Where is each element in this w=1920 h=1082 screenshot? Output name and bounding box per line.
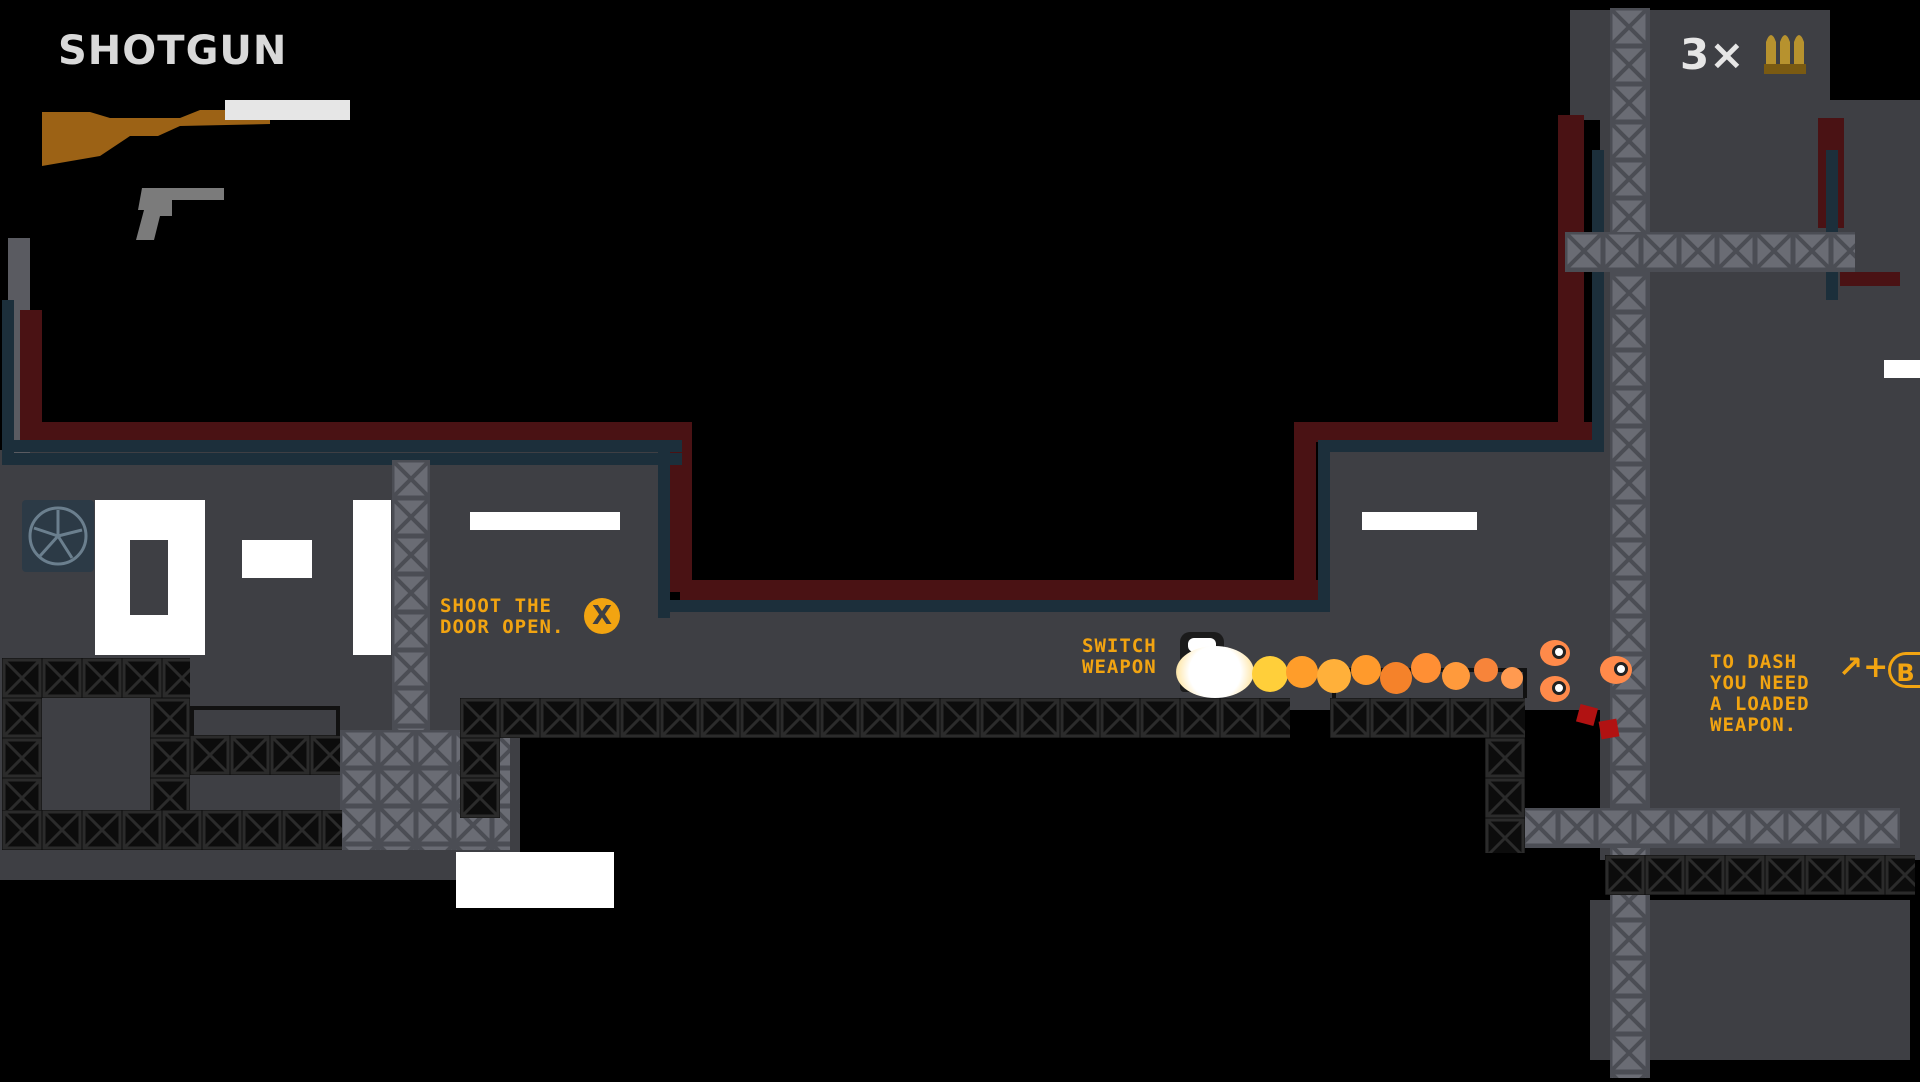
truss-pattern-support	[460, 738, 500, 818]
truss-pattern-right	[1330, 698, 1525, 738]
enemy-eye	[1540, 676, 1570, 702]
outline-tower-left	[1592, 150, 1604, 450]
enemy-eye	[1600, 656, 1632, 684]
brick-right-top	[1300, 422, 1600, 442]
outline-corridor-left	[658, 440, 670, 618]
level-sign-dash	[242, 540, 312, 578]
brick-left-edge	[20, 310, 42, 440]
shotgun-icon	[40, 100, 385, 174]
truss-pattern-scaffold	[2, 658, 190, 698]
left-scaffold-base	[2, 810, 342, 850]
outline-left-top	[10, 440, 682, 452]
left-railing	[190, 706, 340, 736]
ammo-count: 3×	[1680, 30, 1745, 79]
outline-left-room	[2, 300, 682, 465]
enemy-eye	[1540, 640, 1570, 666]
lattice-beam-tower	[1565, 232, 1855, 272]
dash-arrow-label: ↗+	[1838, 650, 1889, 685]
main-floor-support	[460, 738, 500, 818]
weapon-name: SHOTGUN	[58, 28, 288, 74]
brick-corridor-right	[1294, 422, 1316, 592]
tower-light	[1884, 360, 1920, 378]
b-button-label: B	[1896, 659, 1915, 687]
main-floor-truss	[460, 698, 1290, 738]
truss-pattern-base	[2, 810, 342, 850]
white-crate	[456, 852, 614, 908]
truss-pattern-mid	[190, 735, 340, 775]
tower-wall	[1600, 100, 1920, 860]
hint-dash: TO DASH YOU NEED A LOADED WEAPON.	[1710, 651, 1810, 736]
lattice-pattern-floor	[1520, 808, 1900, 848]
brick-corridor-top	[680, 580, 1320, 600]
dash-arrow-icon: ↗+	[1838, 650, 1888, 685]
fan-vent-icon	[22, 500, 94, 572]
tower-lower-truss	[1605, 855, 1915, 895]
truss-pattern	[460, 698, 1290, 738]
pistol-icon	[132, 188, 232, 247]
outline-corridor-right	[1318, 440, 1330, 612]
blood-splat	[1575, 703, 1599, 727]
b-button-icon: B	[1888, 652, 1920, 688]
outline-tower-right	[1826, 150, 1838, 300]
blood-splat	[1598, 718, 1620, 740]
level-sign: 0-1	[95, 500, 395, 660]
right-floor-support	[1485, 738, 1525, 853]
level-sign-digit-0	[95, 500, 205, 655]
left-scaffold-mid	[190, 735, 340, 775]
hint-shoot-door: SHOOT THE DOOR OPEN.	[440, 595, 565, 638]
lattice-pattern-tower	[1610, 8, 1650, 1078]
blast-trail	[1250, 648, 1550, 698]
lattice-column-tower	[1610, 8, 1650, 1078]
lattice-pattern-beam	[1565, 232, 1855, 272]
bullets-icon	[1762, 28, 1812, 80]
truss-pattern-right-support	[1485, 738, 1525, 853]
hint-switch-weapon: SWITCH WEAPON	[1082, 635, 1157, 678]
muzzle-flash	[1176, 646, 1254, 698]
left-scaffold-top	[2, 658, 190, 698]
x-button-label: X	[591, 601, 613, 631]
lattice-beam-tower-floor	[1520, 808, 1900, 848]
brick-tower-ledge	[1840, 272, 1900, 286]
level-sign-digit-1	[353, 500, 391, 655]
brick-left-top	[20, 422, 690, 442]
brick-tower-left	[1558, 115, 1584, 435]
right-floor-truss	[1330, 698, 1525, 738]
outline-corridor-top	[658, 600, 1330, 612]
x-button-icon: X	[584, 598, 620, 634]
outline-right-top	[1318, 440, 1604, 452]
ceiling-light-right	[1362, 512, 1477, 530]
ceiling-light-left	[470, 512, 620, 530]
truss-pattern-tower-lower	[1605, 855, 1915, 895]
